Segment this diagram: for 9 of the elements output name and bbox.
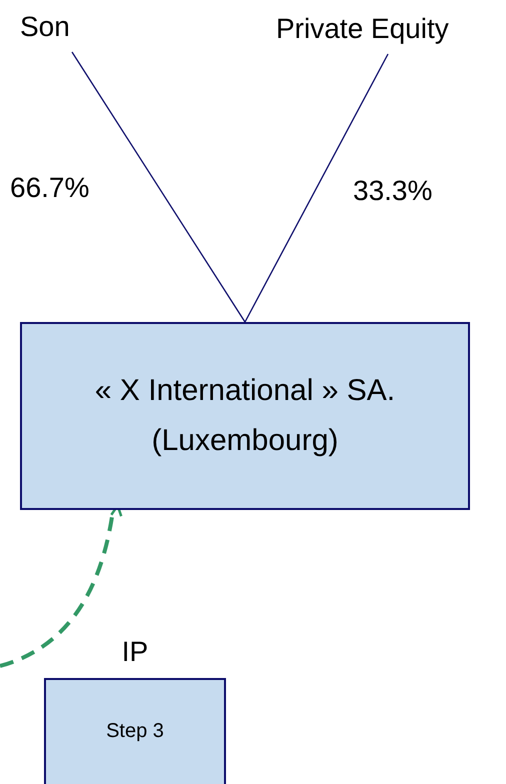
company-box (20, 322, 470, 510)
owner-label: Son (20, 10, 70, 44)
company-name: « X International » SA. (94, 373, 396, 409)
box-heading: IP (122, 636, 148, 668)
step-label: Step 3 (106, 720, 164, 743)
connector-line (244, 54, 389, 322)
owner-label: Private Equity (276, 12, 449, 46)
company-name: (Luxembourg) (152, 423, 338, 459)
connector-line (71, 52, 246, 322)
